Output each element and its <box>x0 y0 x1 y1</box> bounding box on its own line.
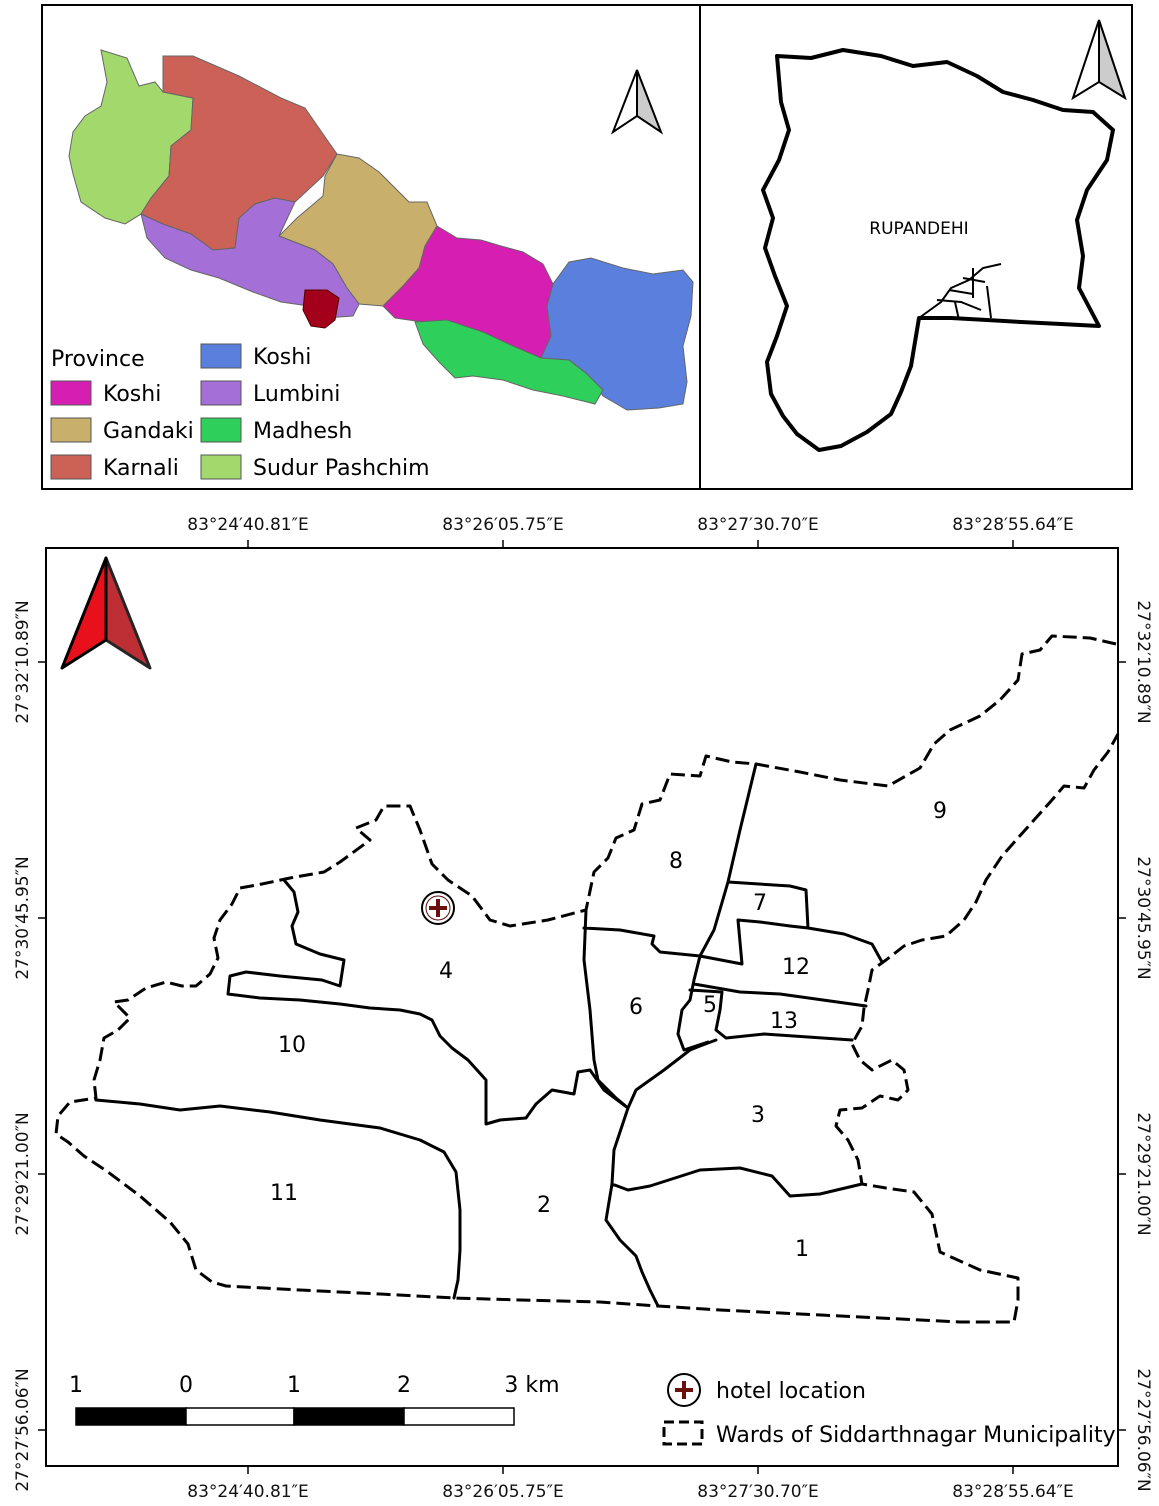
district-inset-map: RUPANDEHI <box>699 4 1133 490</box>
right-coord-4: 27°27′56.06″N <box>1133 1368 1153 1491</box>
top-coord-3: 83°27′30.70″E <box>697 515 818 535</box>
nepal-north-arrow-icon <box>610 69 664 135</box>
legend-label-0: Koshi <box>103 382 161 407</box>
legend-swatch-4 <box>200 380 242 406</box>
ward-label-3: 3 <box>751 1103 765 1128</box>
right-coord-1: 27°32′10.89″N <box>1133 600 1153 723</box>
legend-title: Province <box>51 347 145 372</box>
ward-label-5: 5 <box>703 993 717 1018</box>
left-coord-1: 27°32′10.89″N <box>13 600 33 723</box>
legend-label-6: Sudur Pashchim <box>253 456 430 481</box>
province-madhesh <box>414 319 604 405</box>
top-coordinate-labels: 83°24′40.81″E 83°26′05.75″E 83°27′30.70″… <box>187 515 1073 535</box>
right-coord-2: 27°30′45.95″N <box>1133 856 1153 979</box>
top-coord-1: 83°24′40.81″E <box>187 515 308 535</box>
legend-label-1: Gandaki <box>103 419 194 444</box>
highlighted-district <box>302 289 340 329</box>
left-coordinate-labels: 27°32′10.89″N 27°30′45.95″N 27°29′21.00″… <box>13 600 33 1491</box>
frame-ticks <box>38 540 1126 1474</box>
right-coord-3: 27°29′21.00″N <box>1133 1112 1153 1235</box>
legend-hotel-label: hotel location <box>716 1379 866 1404</box>
ward-label-13: 13 <box>770 1009 798 1034</box>
legend-label-3: Koshi <box>253 345 311 370</box>
map-legend: hotel location Wards of Siddarthnagar Mu… <box>662 1373 1116 1448</box>
bottom-coord-4: 83°28′55.64″E <box>952 1482 1073 1502</box>
legend-swatch-2 <box>50 454 92 480</box>
bottom-coord-3: 83°27′30.70″E <box>697 1482 818 1502</box>
rupandehi-district-boundary <box>761 48 1115 452</box>
district-map-svg: RUPANDEHI <box>761 19 1127 452</box>
district-internal-lines <box>918 263 1002 321</box>
hotel-marker-icon <box>421 891 455 925</box>
legend-swatch-1 <box>50 417 92 443</box>
ward-label-8: 8 <box>669 849 683 874</box>
right-coordinate-labels: 27°32′10.89″N 27°30′45.95″N 27°29′21.00″… <box>1133 600 1153 1491</box>
legend-swatch-3 <box>200 343 242 369</box>
main-map-frame <box>45 547 1119 1467</box>
ward-label-11: 11 <box>270 1181 298 1206</box>
ward-label-7: 7 <box>753 891 767 916</box>
nepal-map-svg: Province KoshiGandakiKarnaliKoshiLumbini… <box>50 49 694 481</box>
ward-label-2: 2 <box>537 1193 551 1218</box>
ward-label-12: 12 <box>782 955 810 980</box>
ward-label-9: 9 <box>933 799 947 824</box>
municipality-outer-boundary <box>54 634 1120 1324</box>
legend-label-5: Madhesh <box>253 419 352 444</box>
bottom-coordinate-labels: 83°24′40.81″E 83°26′05.75″E 83°27′30.70″… <box>187 1482 1073 1502</box>
district-label: RUPANDEHI <box>869 219 968 239</box>
legend-label-2: Karnali <box>103 456 179 481</box>
legend-swatch-5 <box>200 417 242 443</box>
left-coord-4: 27°27′56.06″N <box>13 1368 33 1491</box>
province-lumbini <box>140 197 360 319</box>
bottom-coord-1: 83°24′40.81″E <box>187 1482 308 1502</box>
legend-swatch-0 <box>50 380 92 406</box>
main-north-arrow-icon <box>60 556 152 670</box>
bottom-coord-2: 83°26′05.75″E <box>442 1482 563 1502</box>
legend-hotel-icon <box>667 1373 701 1407</box>
ward-label-6: 6 <box>629 995 643 1020</box>
legend-ward-swatch <box>662 1420 704 1446</box>
scale-label-4: 2 <box>397 1373 411 1398</box>
ward-label-10: 10 <box>278 1033 306 1058</box>
legend-label-4: Lumbini <box>253 382 340 407</box>
scale-bar: 1 0 1 2 3 km <box>69 1373 560 1426</box>
ward-labels: 1 2 3 4 5 6 7 8 9 10 11 12 13 <box>270 799 947 1262</box>
top-coord-2: 83°26′05.75″E <box>442 515 563 535</box>
top-coord-4: 83°28′55.64″E <box>952 515 1073 535</box>
legend-swatch-6 <box>200 454 242 480</box>
scale-label-2: 0 <box>179 1373 193 1398</box>
ward-label-1: 1 <box>795 1237 809 1262</box>
legend-ward-label: Wards of Siddarthnagar Municipality <box>716 1423 1116 1448</box>
scale-label-3: 1 <box>287 1373 301 1398</box>
ward-internal-boundaries <box>94 762 884 1308</box>
left-coord-3: 27°29′21.00″N <box>13 1112 33 1235</box>
ward-label-4: 4 <box>439 959 453 984</box>
province-legend: KoshiGandakiKarnaliKoshiLumbiniMadheshSu… <box>50 343 430 481</box>
scale-label-1: 1 <box>69 1373 83 1398</box>
scale-label-5: 3 km <box>504 1373 559 1398</box>
district-north-arrow-icon <box>1071 19 1127 101</box>
left-coord-2: 27°30′45.95″N <box>13 856 33 979</box>
